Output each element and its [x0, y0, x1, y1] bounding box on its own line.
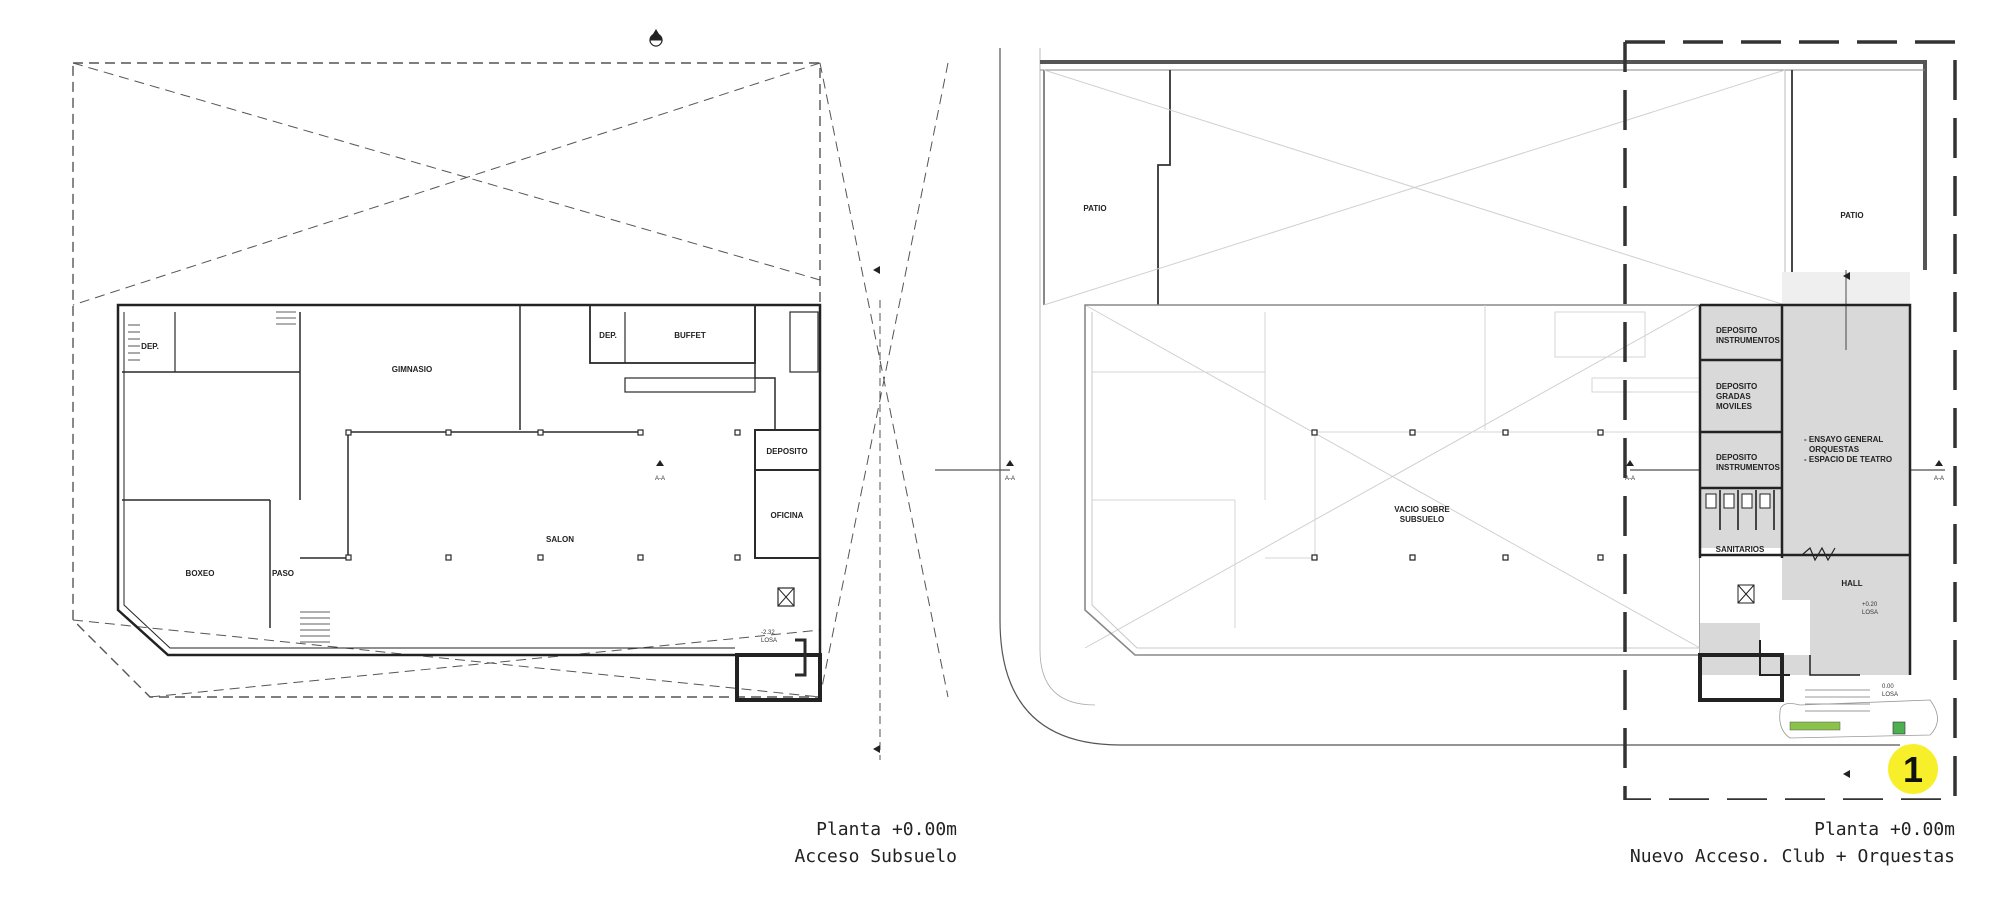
room-label-patio-left: PATIO: [1083, 204, 1106, 213]
level-label-hall: +0.20: [1862, 602, 1878, 608]
right-plan: [999, 40, 1957, 800]
room-label-dep2: DEP.: [599, 331, 617, 340]
level-label: -2.32: [761, 630, 775, 636]
room-label-dep-instr-2a: DEPOSITO: [1716, 453, 1757, 462]
room-label-paso: PASO: [272, 569, 294, 578]
section-label-left: A-A: [1625, 476, 1635, 482]
room-label-vacio-2: SUBSUELO: [1400, 515, 1444, 524]
room-label-deposito: DEPOSITO: [766, 447, 807, 456]
section-label-right: A-A: [1934, 476, 1944, 482]
room-label-ensayo-3: - ESPACIO DE TEATRO: [1804, 455, 1892, 464]
north-arrow-icon: [649, 29, 663, 47]
room-label-buffet: BUFFET: [674, 331, 706, 340]
right-plan-title: Planta +0.00m: [1814, 819, 1955, 840]
room-label-dep-gradas-c: MOVILES: [1716, 402, 1753, 411]
room-label-dep-gradas-a: DEPOSITO: [1716, 382, 1757, 391]
room-label-dep-instr-1b: INSTRUMENTOS: [1716, 336, 1781, 345]
room-label-oficina: OFICINA: [771, 511, 804, 520]
room-label-gimnasio: GIMNASIO: [392, 365, 432, 374]
section-marker-icon: [656, 460, 664, 466]
level-label-entry: 0.00: [1882, 684, 1894, 690]
level-note: LOSA: [761, 638, 777, 644]
left-building-outline: [116, 303, 822, 657]
room-label-sanitarios: SANITARIOS: [1716, 545, 1765, 554]
level-note-entry: LOSA: [1882, 692, 1898, 698]
floor-plans-drawing: DEP. GIMNASIO DEP. BUFFET DEPOSITO OFICI…: [72, 29, 1957, 800]
room-label-dep-instr-2b: INSTRUMENTOS: [1716, 463, 1781, 472]
room-label-patio-right: PATIO: [1840, 211, 1863, 220]
badge-number: 1: [1903, 749, 1923, 790]
room-label-dep-instr-1a: DEPOSITO: [1716, 326, 1757, 335]
callout-badge: 1: [1888, 744, 1938, 794]
left-plan-subtitle: Acceso Subsuelo: [794, 846, 957, 867]
room-label-ensayo-1: - ENSAYO GENERAL: [1804, 435, 1883, 444]
section-label: A-A: [655, 476, 665, 482]
left-plan-title: Planta +0.00m: [816, 819, 957, 840]
room-label-boxeo: BOXEO: [186, 569, 215, 578]
room-label-dep-gradas-b: GRADAS: [1716, 392, 1751, 401]
section-label-outside: A-A: [1005, 476, 1015, 482]
room-label-vacio-1: VACIO SOBRE: [1394, 505, 1450, 514]
room-label-dep: DEP.: [141, 342, 159, 351]
right-plan-caption: Planta +0.00m Nuevo Acceso. Club + Orque…: [1630, 816, 1955, 870]
left-plan-caption: Planta +0.00m Acceso Subsuelo: [794, 816, 957, 870]
room-label-salon: SALON: [546, 535, 574, 544]
left-plan: [72, 62, 1010, 760]
right-plan-subtitle: Nuevo Acceso. Club + Orquestas: [1629, 846, 1955, 867]
left-site-outline: [72, 62, 821, 698]
level-note-hall: LOSA: [1862, 610, 1878, 616]
room-label-ensayo-2: ORQUESTAS: [1809, 445, 1860, 454]
room-label-hall: HALL: [1841, 579, 1862, 588]
